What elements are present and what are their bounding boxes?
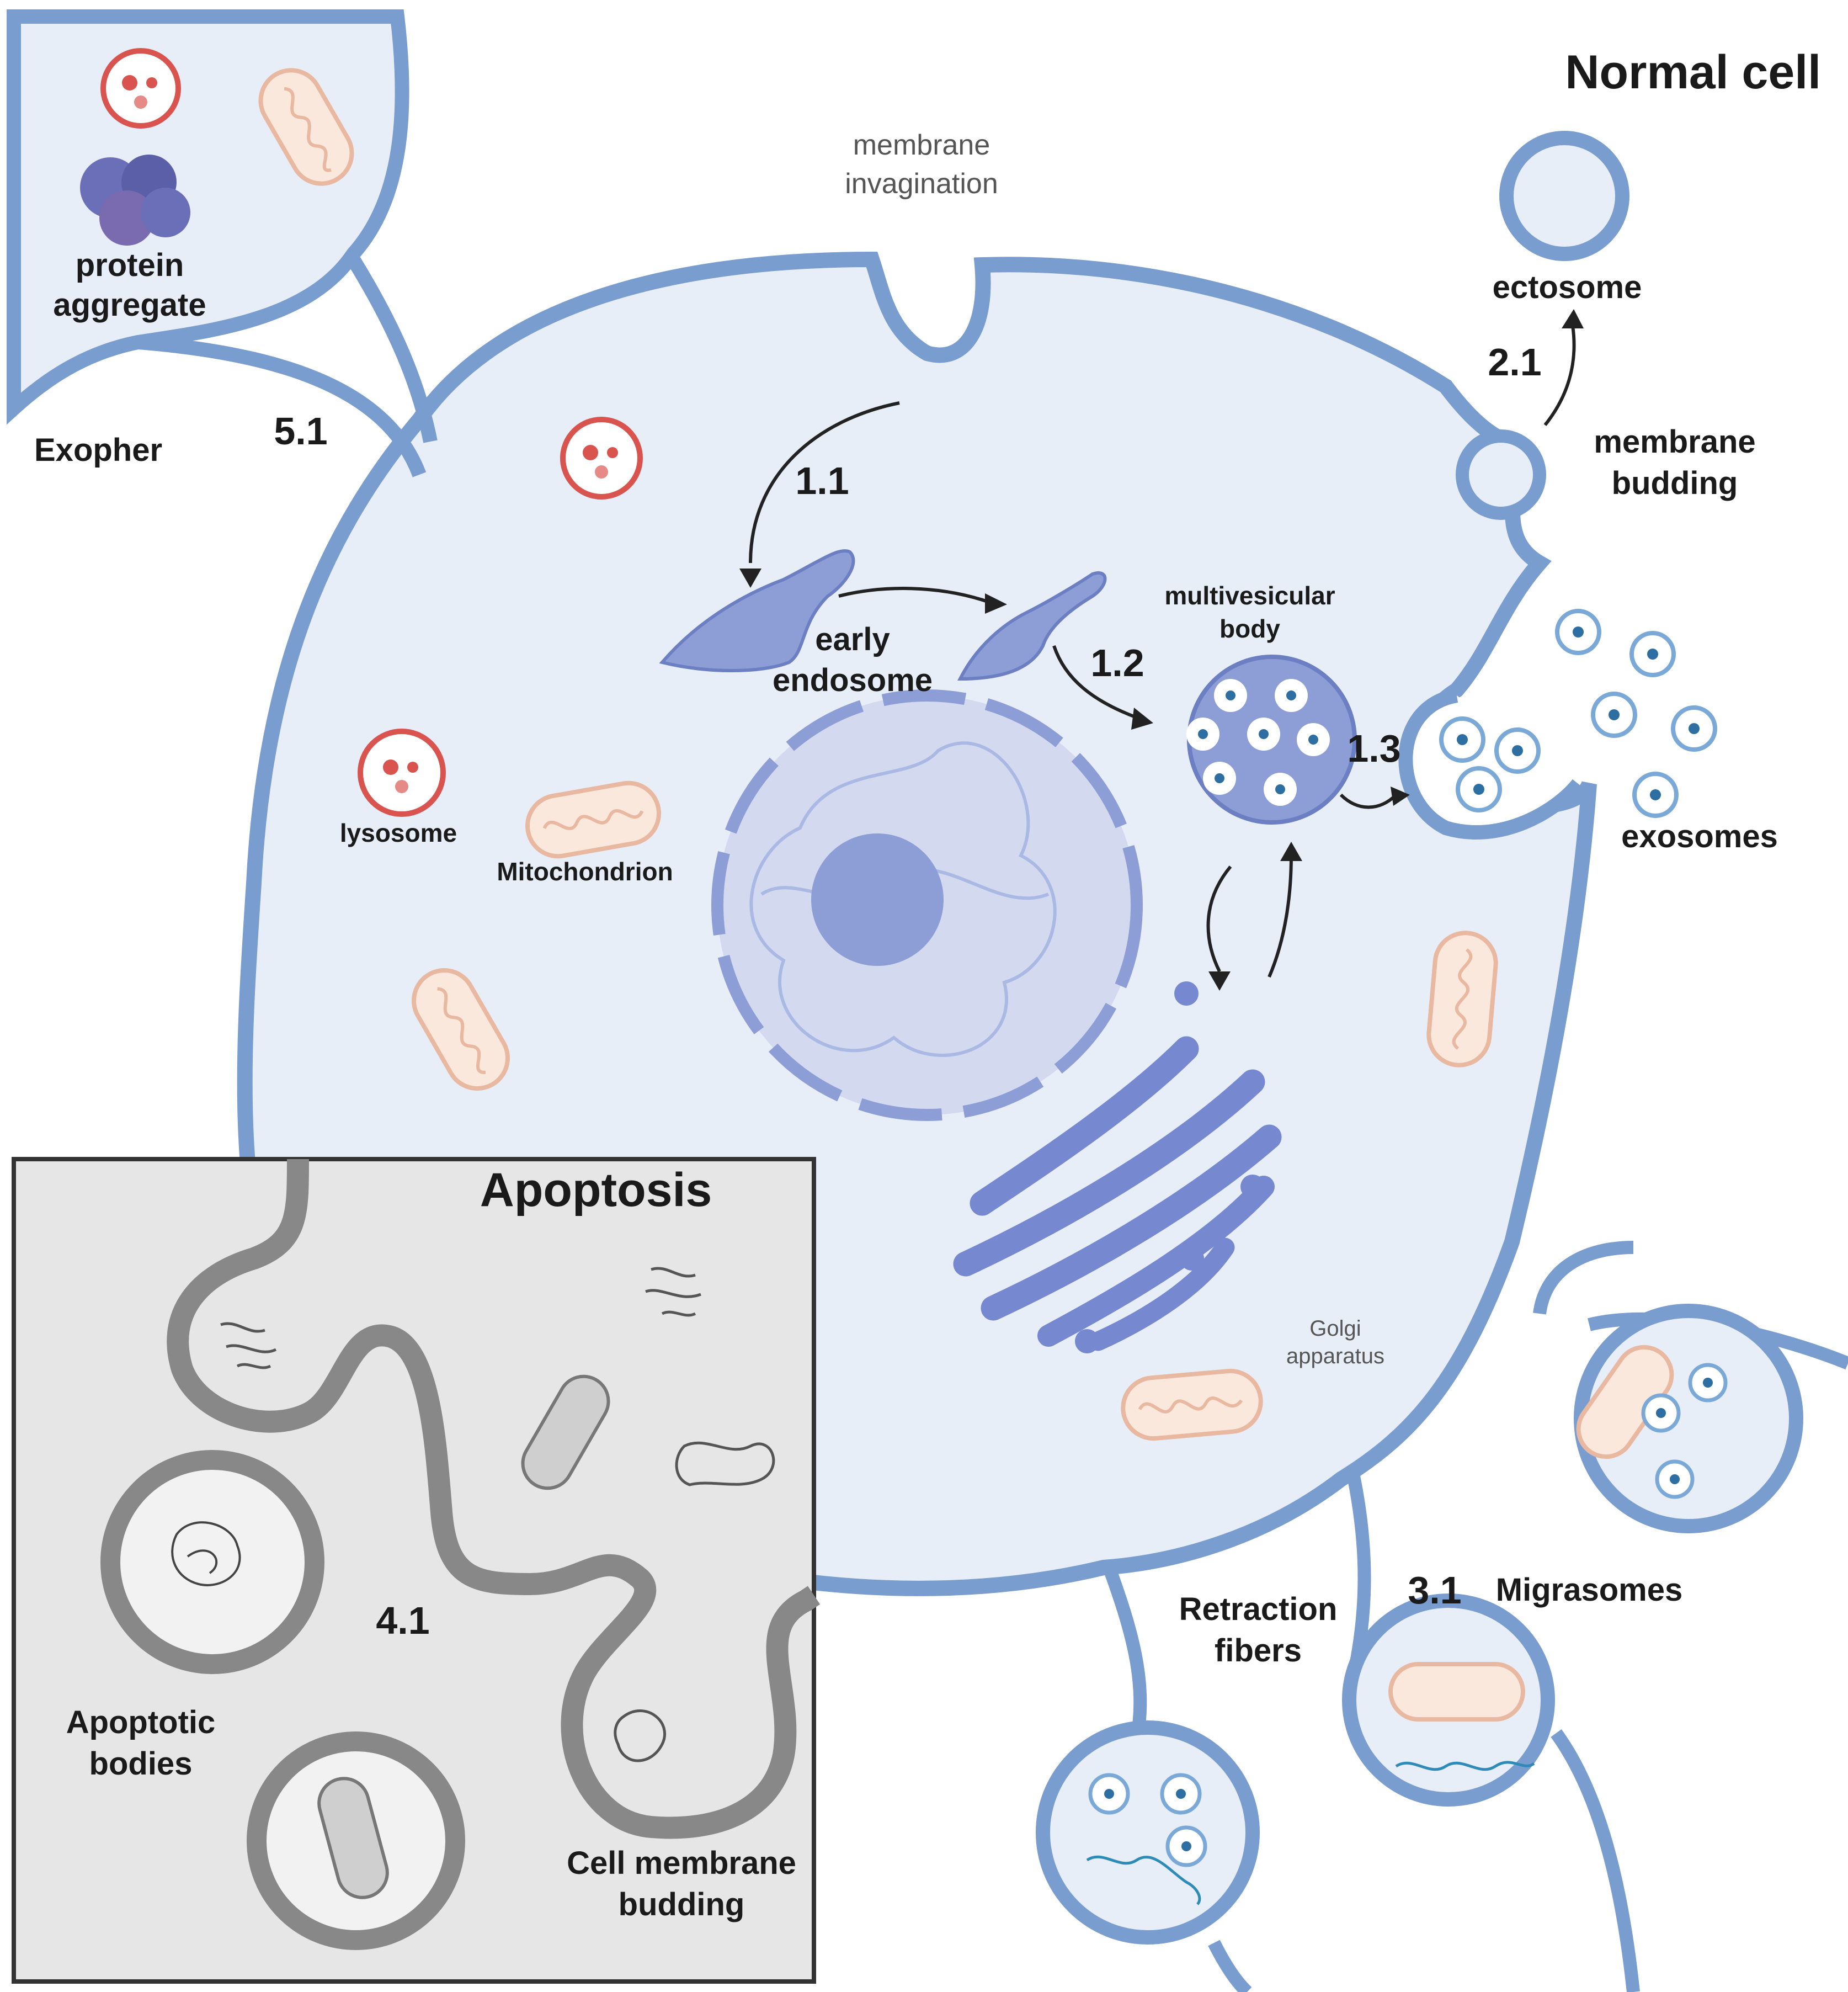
mitochondrion xyxy=(412,968,510,1091)
protein-aggregate xyxy=(80,155,190,246)
nucleus xyxy=(711,689,1143,1121)
exosome xyxy=(1494,727,1541,774)
exosomes-group xyxy=(1439,609,1717,818)
step-1-3: 1.3 xyxy=(1347,727,1400,770)
step-1-2: 1.2 xyxy=(1090,641,1144,684)
mitochondrion xyxy=(258,68,354,186)
step-5-1: 5.1 xyxy=(274,410,327,453)
lysosome-label: lysosome xyxy=(340,819,457,847)
exopher-label: Exopher xyxy=(34,432,162,468)
retraction-fibers-label-2: fibers xyxy=(1215,1633,1302,1669)
migrasome xyxy=(1342,1593,1555,1807)
arrow-heads xyxy=(739,309,1584,991)
lysosome xyxy=(100,48,181,129)
nucleolus xyxy=(811,833,944,966)
exosome xyxy=(1555,609,1601,655)
apoptotic-body xyxy=(100,1450,324,1674)
mitochondrion xyxy=(1426,931,1498,1067)
early-endosome-label-2: endosome xyxy=(773,662,933,698)
ectosome-label: ectosome xyxy=(1493,269,1642,305)
ectosome-vesicle xyxy=(1499,131,1629,261)
golgi-label: Golgi xyxy=(1309,1316,1361,1341)
pathway-arrows xyxy=(749,325,1576,978)
apoptotic-body xyxy=(247,1731,465,1950)
membrane-budding-bud xyxy=(1456,429,1546,520)
early-endosome xyxy=(659,549,855,672)
exosome xyxy=(1456,766,1502,812)
protein-aggregate-label-2: aggregate xyxy=(53,287,206,323)
lysosome xyxy=(358,729,446,817)
step-2-1: 2.1 xyxy=(1488,341,1541,384)
membrane-budding-label-2: budding xyxy=(1612,465,1738,501)
exopher-neck xyxy=(137,256,438,477)
membrane-invagination-label-2: invagination xyxy=(845,168,998,200)
golgi-label-2: apparatus xyxy=(1286,1344,1384,1368)
step-1-1: 1.1 xyxy=(795,459,849,502)
exosomes-label: exosomes xyxy=(1621,819,1778,854)
normal-cell-title: Normal cell xyxy=(1565,46,1821,99)
apoptosis-title: Apoptosis xyxy=(480,1164,712,1217)
mitochondrion xyxy=(1121,1368,1263,1441)
mitochondrion-label: Mitochondrion xyxy=(497,857,673,886)
exosome xyxy=(1629,631,1676,677)
lysosome xyxy=(560,417,643,500)
migrasomes-label: Migrasomes xyxy=(1496,1572,1682,1608)
early-endosome-label: early xyxy=(815,621,890,657)
step-3-1: 3.1 xyxy=(1408,1569,1461,1612)
early-endosome-2 xyxy=(957,571,1107,681)
membrane-budding-label: membrane xyxy=(1594,424,1755,460)
apoptotic-bodies-label-2: bodies xyxy=(89,1746,193,1782)
apoptotic-bodies-label: Apoptotic xyxy=(66,1704,216,1740)
exosome xyxy=(1671,705,1717,752)
membrane-invagination-label: membrane xyxy=(853,129,990,161)
retraction-fibers-label: Retraction xyxy=(1179,1591,1338,1627)
exosome xyxy=(1439,716,1485,763)
chromatin-fragments xyxy=(220,1267,775,1762)
multivesicular-body xyxy=(1186,655,1357,825)
mvb-label: multivesicular xyxy=(1164,581,1335,610)
exosome xyxy=(1591,692,1637,738)
cell-membrane-budding-label-2: budding xyxy=(619,1887,745,1922)
apoptotic-membrane xyxy=(167,1159,821,1839)
golgi-apparatus xyxy=(953,981,1282,1353)
damaged-mitochondrion xyxy=(521,1374,610,1490)
protein-aggregate-label: protein xyxy=(76,247,184,283)
mvb-label-2: body xyxy=(1219,614,1280,643)
mitochondrion xyxy=(525,780,662,859)
migrasome xyxy=(1036,1720,1260,1945)
migrasome xyxy=(1574,1304,1803,1533)
step-4-1: 4.1 xyxy=(376,1599,429,1642)
exosome xyxy=(1632,772,1679,818)
cell-membrane-budding-label: Cell membrane xyxy=(567,1845,796,1881)
